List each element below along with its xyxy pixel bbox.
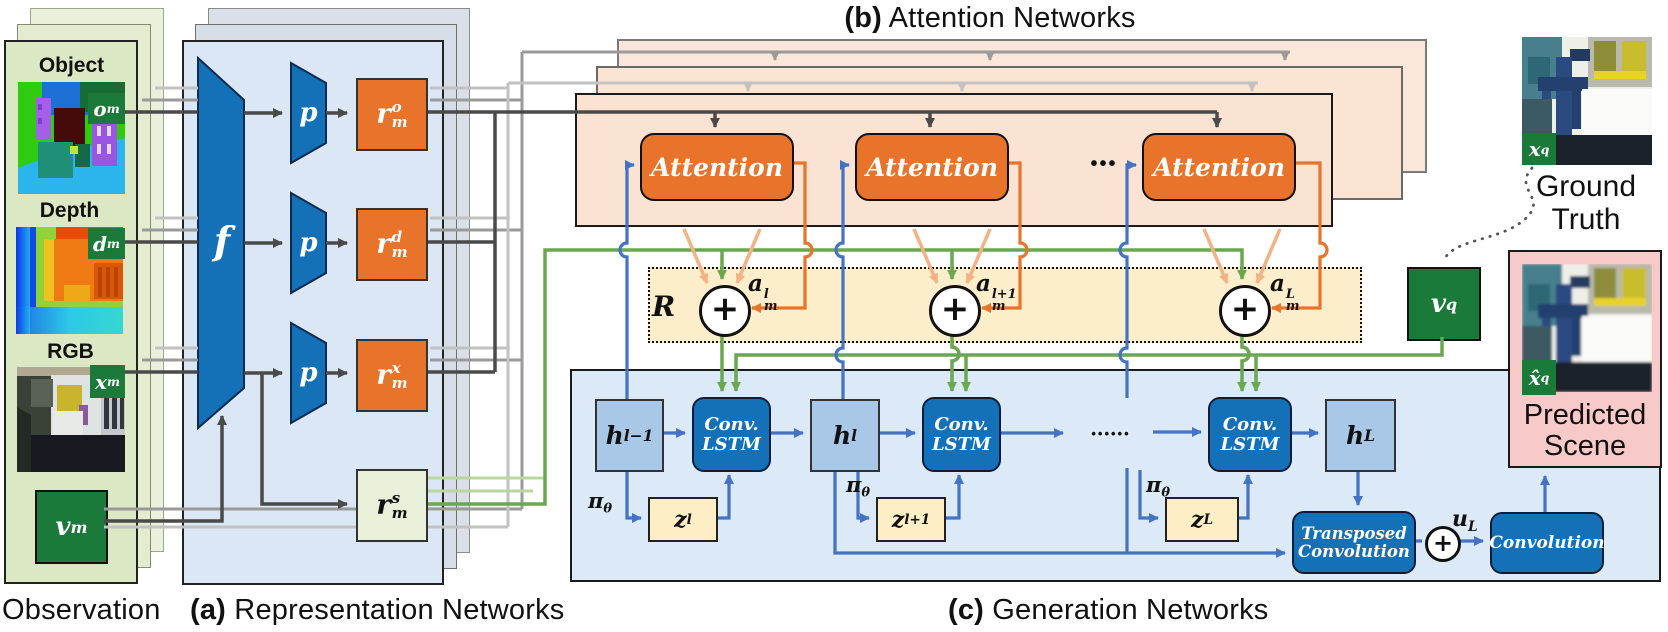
caption-representation: (a) Representation Networks <box>190 594 565 626</box>
sum-node-2: + <box>929 285 981 337</box>
attention-module-3: Attention <box>1142 133 1296 201</box>
conv-lstm-2: Conv.LSTM <box>922 397 1001 472</box>
object-segmentation-image <box>18 82 125 194</box>
sum-node-1: + <box>699 285 751 337</box>
encoder-f-label: f <box>213 217 231 263</box>
sum-node-3: + <box>1219 285 1271 337</box>
depth-title: Depth <box>39 199 100 222</box>
generation-ellipsis: •••••• <box>1091 425 1131 441</box>
pi-theta-1-label: πθ <box>588 488 613 517</box>
predicted-scene-label: Predicted Scene <box>1523 399 1647 463</box>
caption-generation: (c) Generation Networks <box>948 594 1269 626</box>
caption-attention: (b) Attention Networks <box>844 2 1136 34</box>
sum-node-u: + <box>1425 526 1461 562</box>
ground-truth-label: Ground Truth <box>1535 170 1637 236</box>
aggregator-R-label: R <box>652 290 676 323</box>
conv-lstm-3: Conv.LSTM <box>1208 397 1292 472</box>
attention-module-2: Attention <box>855 133 1009 201</box>
object-title: Object <box>38 54 105 77</box>
convolution-box: Convolution <box>1489 512 1605 574</box>
attention-ellipsis: ••• <box>1090 152 1118 175</box>
pi-theta-2-label: πθ <box>846 472 871 501</box>
projection-p2-label: p <box>299 228 318 258</box>
caption-observation: Observation <box>2 594 161 626</box>
x-hat-q-tag: x̂q <box>1522 360 1556 395</box>
projection-p3-label: p <box>299 358 318 388</box>
projection-p1-label: p <box>299 98 318 128</box>
rgb-title: RGB <box>47 340 94 363</box>
u-L-label: uL <box>1452 506 1478 535</box>
conv-lstm-1: Conv.LSTM <box>692 397 771 472</box>
attention-module-1: Attention <box>640 133 794 201</box>
